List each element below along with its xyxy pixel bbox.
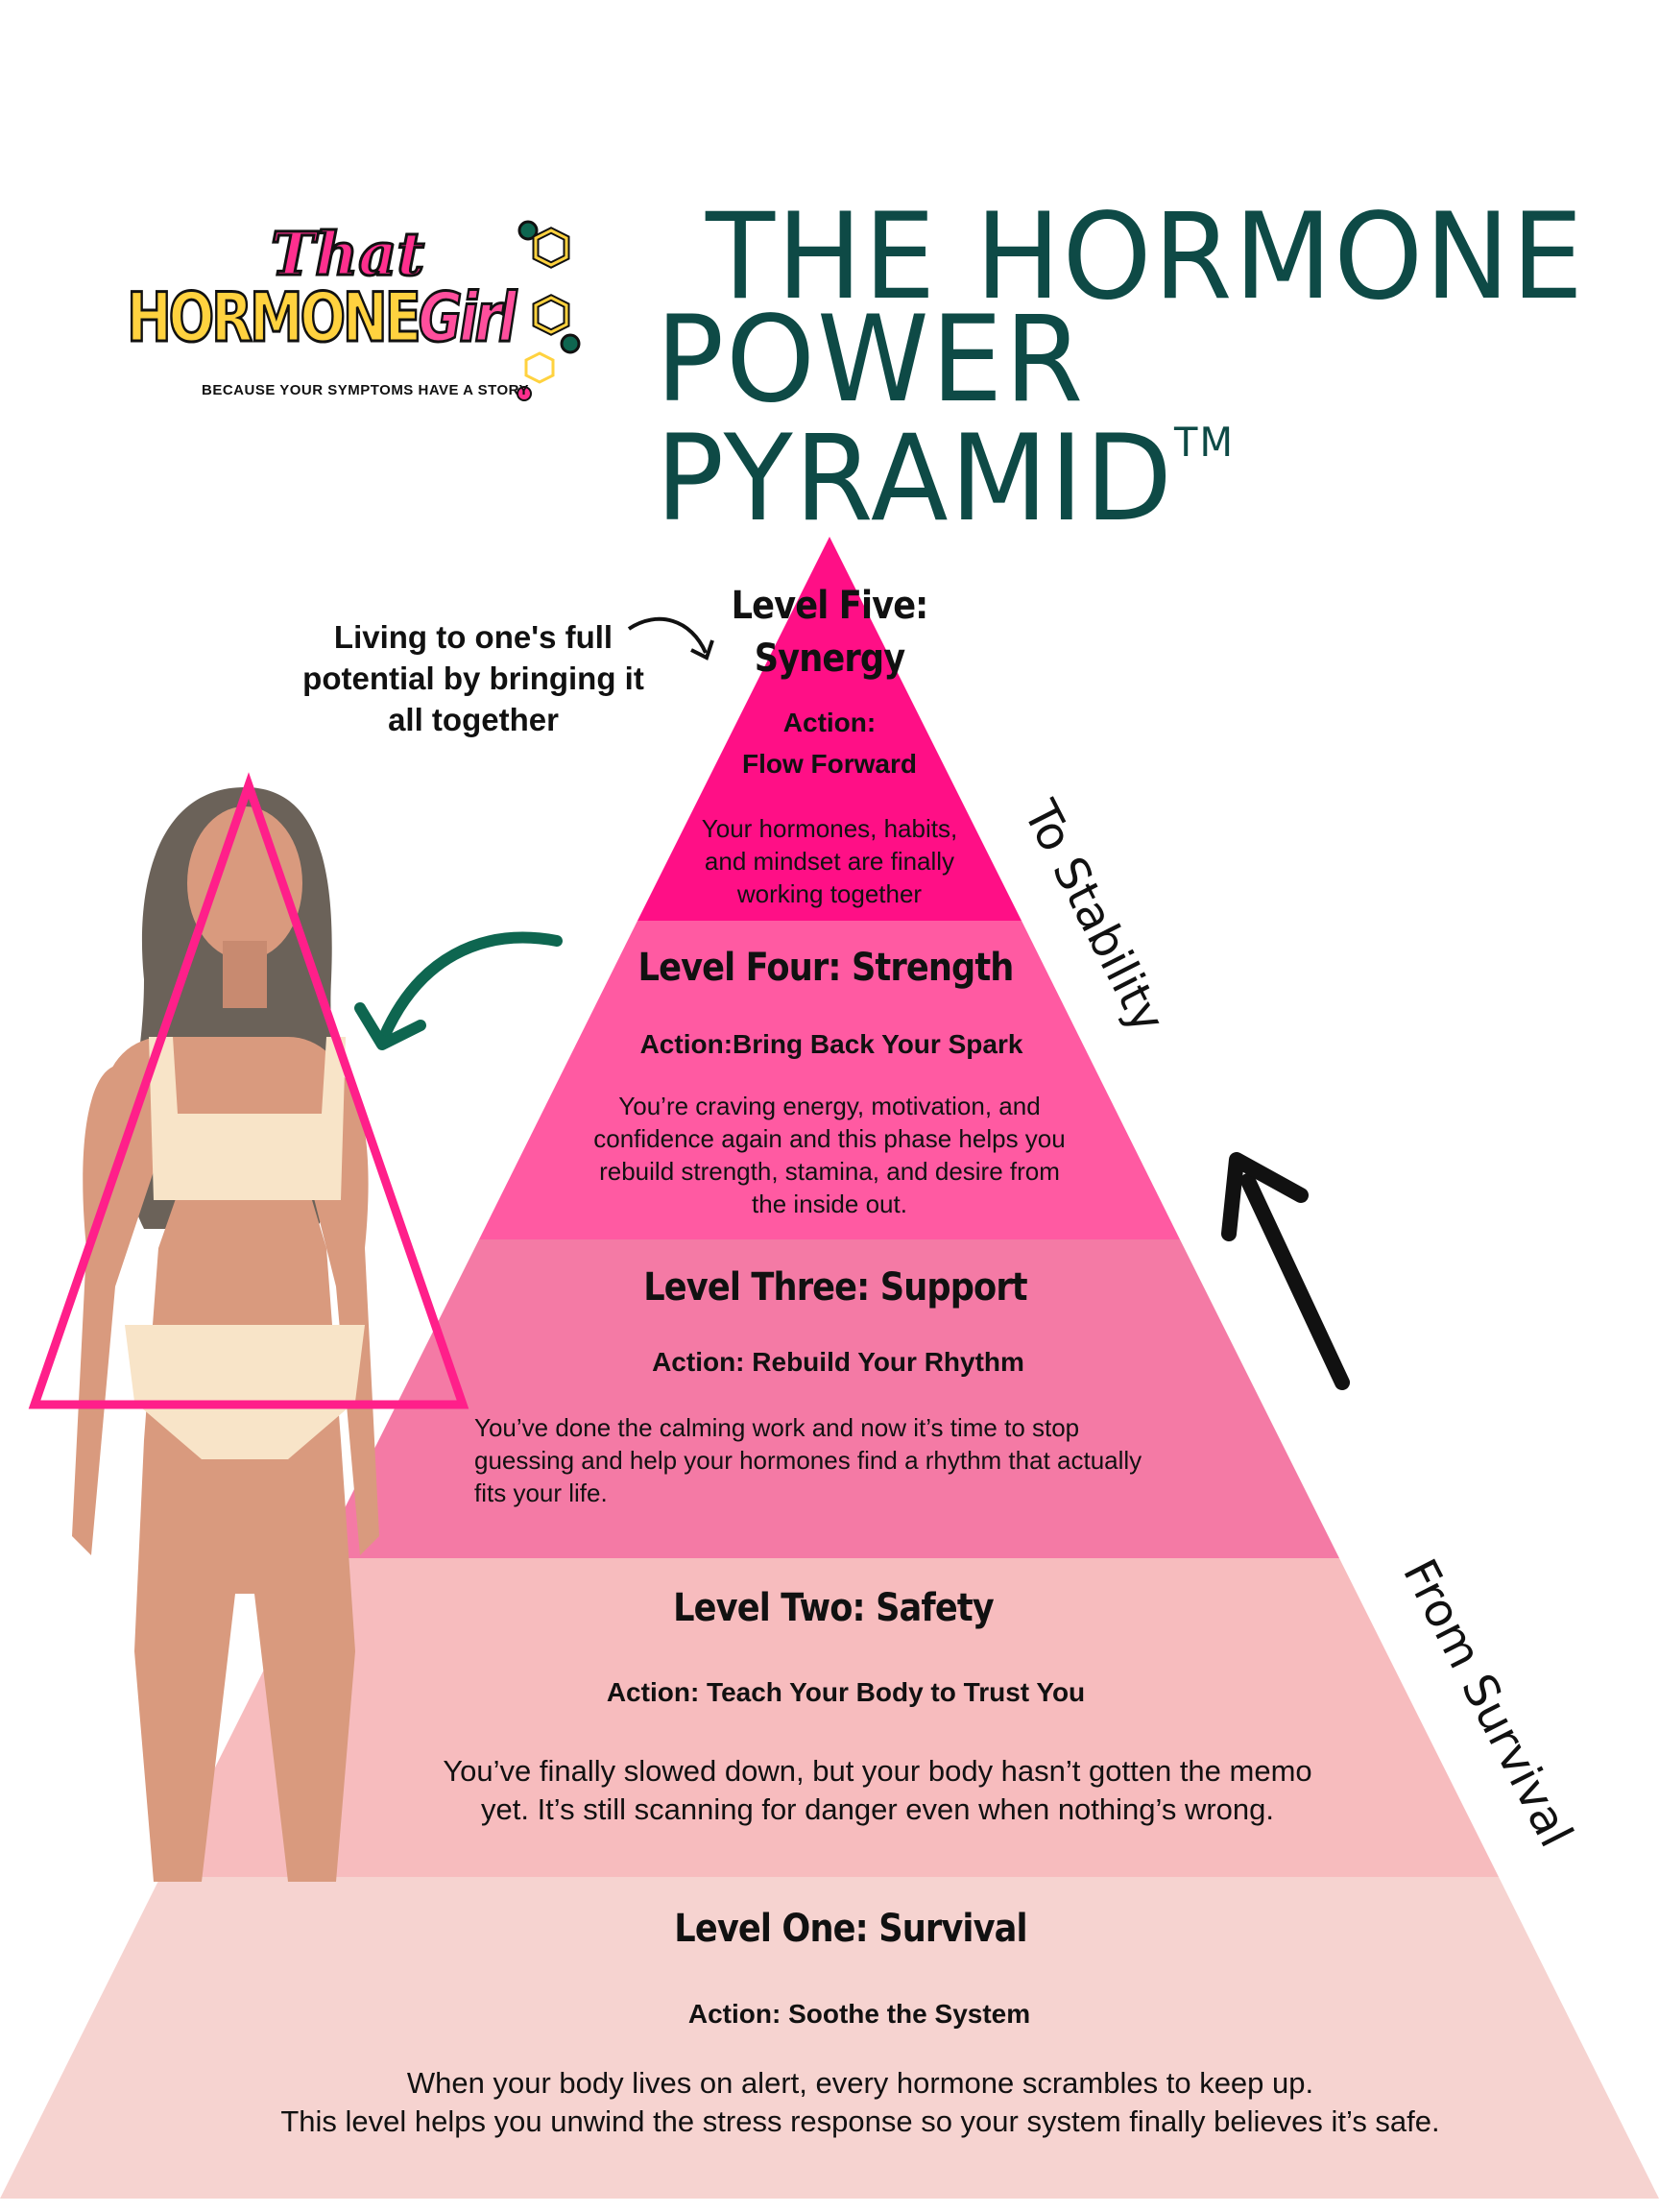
level-4-description: You’re craving energy, motivation, and c… — [593, 1090, 1065, 1220]
level-2-action: Action: Teach Your Body to Trust You — [606, 1677, 1086, 1707]
level-1-title: Level One: Survival — [674, 1907, 1027, 1951]
logo-girl: Girl — [417, 277, 517, 359]
desc-line: You’ve finally slowed down, but your bod… — [443, 1754, 1312, 1788]
upward-arrow-icon — [1221, 1152, 1350, 1390]
annotation-line: Living to one's full — [333, 619, 613, 655]
level-5-title-line1: Level Five: — [731, 584, 929, 628]
desc-line: yet. It’s still scanning for danger even… — [480, 1792, 1275, 1826]
level-5-description: Your hormones, habits, and mindset are f… — [702, 812, 957, 910]
desc-line: You’ve done the calming work and now it’… — [474, 1413, 1080, 1442]
pyramid-level-5 — [637, 537, 1022, 921]
level-5-action-line2: Flow Forward — [742, 749, 917, 779]
logo-that: That — [269, 218, 425, 291]
green-curved-arrow-icon — [354, 931, 563, 1050]
black-curved-arrow-icon — [627, 616, 714, 661]
trademark: TM — [1174, 420, 1235, 467]
desc-line: working together — [736, 879, 923, 908]
annotation-line: all together — [388, 702, 559, 737]
desc-line: When your body lives on alert, every hor… — [406, 2066, 1314, 2100]
figure-triangle-outline — [28, 772, 469, 1409]
desc-line: fits your life. — [474, 1479, 608, 1507]
pyramid-level-4 — [479, 921, 1180, 1239]
desc-line: This level helps you unwind the stress r… — [280, 2104, 1440, 2138]
logo-hormone-girl: HORMONEGirl — [126, 277, 517, 359]
logo-hormone: HORMONE — [126, 277, 422, 359]
brand-logo: That HORMONEGirl BECAUSE YOUR SYMPTOMS H… — [126, 218, 588, 406]
level-1-description: When your body lives on alert, every hor… — [280, 2064, 1439, 2141]
level-3-title: Level Three: Support — [643, 1265, 1027, 1310]
annotation-line: potential by bringing it — [302, 661, 644, 696]
level-1-action: Action: Soothe the System — [687, 1999, 1031, 2029]
level-5-title-line2: Synergy — [754, 637, 905, 681]
desc-line: You’re craving energy, motivation, and — [618, 1092, 1041, 1120]
woman-illustration — [28, 772, 469, 1882]
page-title-line2: POWER PYRAMIDTM — [656, 300, 1659, 538]
desc-line: and mindset are finally — [704, 847, 955, 876]
level-4-title: Level Four: Strength — [637, 946, 1015, 990]
desc-line: guessing and help your hormones find a r… — [474, 1446, 1142, 1475]
page-title-line2-text: POWER PYRAMID — [656, 289, 1175, 548]
level-5-action-line1: Action: — [782, 708, 877, 737]
level-3-action: Action: Rebuild Your Rhythm — [652, 1347, 1024, 1377]
desc-line: the inside out. — [752, 1190, 907, 1218]
pyramid-level-3 — [320, 1239, 1339, 1558]
level-4-action: Action:Bring Back Your Spark — [639, 1029, 1023, 1059]
level-3-description: You’ve done the calming work and now it’… — [474, 1411, 1142, 1509]
annotation-text: Living to one's full potential by bringi… — [302, 616, 644, 740]
desc-line: Your hormones, habits, — [701, 814, 958, 843]
molecule-icon — [517, 220, 581, 401]
level-2-title: Level Two: Safety — [673, 1586, 995, 1630]
logo-tagline: BECAUSE YOUR SYMPTOMS HAVE A STORY — [202, 382, 529, 398]
pyramid-level-2 — [160, 1558, 1499, 1877]
pyramid-level-1 — [0, 1877, 1659, 2199]
level-2-description: You’ve finally slowed down, but your bod… — [443, 1752, 1311, 1829]
desc-line: rebuild strength, stamina, and desire fr… — [599, 1157, 1060, 1186]
desc-line: confidence again and this phase helps yo… — [593, 1124, 1066, 1153]
page-title-line1: THE HORMONE — [706, 186, 1585, 326]
